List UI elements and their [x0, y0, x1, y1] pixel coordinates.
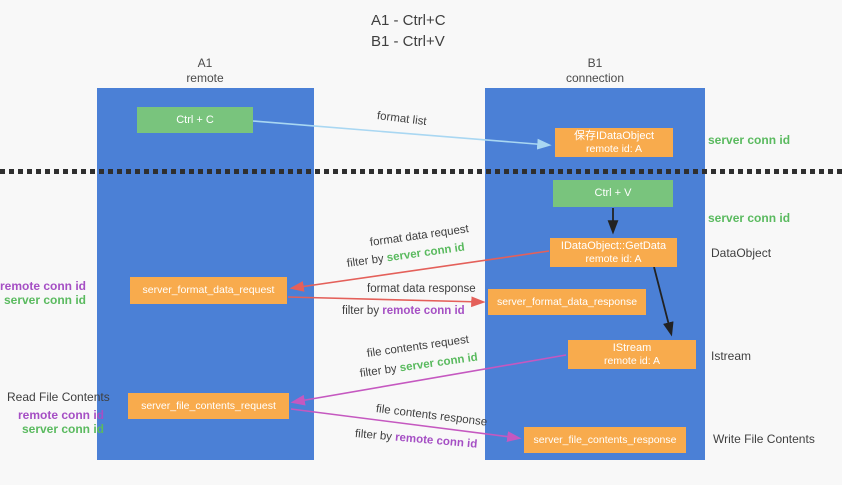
- remote-conn-id-text: remote conn id: [394, 431, 478, 451]
- remote-conn-id-annotation-2: remote conn id: [17, 408, 104, 422]
- getdata-line2: remote id: A: [585, 252, 642, 265]
- save-idataobject-line1: 保存IDataObject: [573, 129, 655, 142]
- ctrl-c-box: Ctrl + C: [137, 107, 253, 133]
- ctrl-c-label: Ctrl + C: [176, 113, 214, 126]
- format-data-response-arrow: [287, 296, 486, 308]
- diagram-title: A1 - Ctrl+C B1 - Ctrl+V: [371, 10, 446, 52]
- filter-by-text: filter by: [354, 428, 396, 444]
- left-column-name: A1: [197, 56, 213, 70]
- left-conn-id-stack-2: remote conn id server conn id: [0, 408, 104, 436]
- phase-separator-dotted-line: [0, 169, 842, 174]
- write-file-contents-annotation: Write File Contents: [713, 432, 815, 446]
- istream-line1: IStream: [612, 341, 652, 354]
- server-format-data-request-box: server_format_data_request: [130, 277, 287, 304]
- server-file-contents-response-label: server_file_contents_response: [533, 433, 677, 446]
- left-column-header: A1 remote: [95, 56, 315, 86]
- server-conn-id-annotation-top: server conn id: [708, 133, 791, 147]
- server-file-contents-request-label: server_file_contents_request: [141, 399, 276, 412]
- ctrl-v-box: Ctrl + V: [553, 180, 673, 207]
- save-idataobject-line2: remote id: A: [585, 142, 643, 155]
- server-file-contents-response-box: server_file_contents_response: [524, 427, 686, 453]
- title-line-1: A1 - Ctrl+C: [371, 12, 446, 29]
- istream-annotation: Istream: [711, 349, 752, 363]
- idataobject-getdata-box: IDataObject::GetData remote id: A: [550, 238, 677, 267]
- server-conn-id-text: server conn id: [399, 351, 479, 375]
- filter-by-server-conn-id-label-1: filter by server conn id: [346, 242, 465, 270]
- server-conn-id-annotation-1: server conn id: [3, 293, 86, 307]
- file-contents-response-label: file contents response: [375, 403, 488, 429]
- istream-line2: remote id: A: [603, 354, 661, 367]
- ctrl-v-label: Ctrl + V: [594, 187, 632, 199]
- server-format-data-request-label: server_format_data_request: [142, 284, 275, 296]
- format-list-label: format list: [376, 110, 428, 129]
- title-line-2: B1 - Ctrl+V: [371, 33, 445, 50]
- save-idataobject-box: 保存IDataObject remote id: A: [555, 128, 673, 157]
- right-column-header: B1 connection: [485, 56, 705, 86]
- filter-by-remote-conn-id-label-2: filter by remote conn id: [354, 428, 477, 451]
- read-file-contents-annotation: Read File Contents: [7, 390, 110, 404]
- getdata-line1: IDataObject::GetData: [560, 239, 667, 252]
- right-column-role: connection: [565, 71, 625, 85]
- istream-box: IStream remote id: A: [568, 340, 696, 369]
- server-conn-id-annotation-2: server conn id: [21, 422, 104, 436]
- server-conn-id-annotation-mid: server conn id: [708, 211, 791, 225]
- server-format-data-response-box: server_format_data_response: [488, 289, 646, 315]
- remote-conn-id-annotation-1: remote conn id: [0, 279, 87, 293]
- filter-by-text: filter by: [359, 362, 401, 380]
- left-conn-id-stack-1: remote conn id server conn id: [0, 279, 86, 307]
- dataobject-annotation: DataObject: [711, 246, 772, 260]
- server-format-data-response-label: server_format_data_response: [496, 295, 638, 308]
- remote-conn-id-text: remote conn id: [382, 305, 465, 317]
- left-column-role: remote: [186, 71, 224, 85]
- filter-by-text: filter by: [342, 305, 383, 317]
- filter-by-remote-conn-id-label-1: filter by remote conn id: [342, 305, 465, 317]
- right-column-name: B1: [587, 56, 603, 70]
- server-file-contents-request-box: server_file_contents_request: [128, 393, 289, 419]
- filter-by-text: filter by: [346, 252, 388, 270]
- format-data-response-label: format data response: [367, 283, 476, 295]
